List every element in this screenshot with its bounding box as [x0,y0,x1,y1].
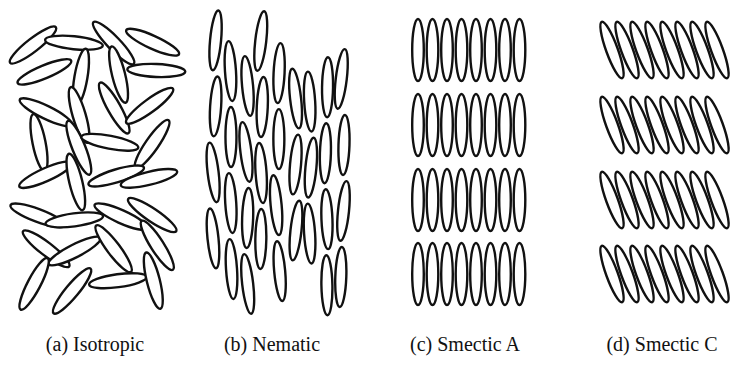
molecule [239,56,256,117]
molecule [320,189,333,249]
panel-caption: (a) Isotropic [46,332,144,356]
molecule [499,19,511,81]
molecule [268,175,285,236]
molecule [412,94,424,156]
molecule [456,94,468,156]
molecule [514,19,526,81]
molecule [441,243,453,305]
molecule [441,19,453,81]
molecule [456,169,468,231]
molecule [485,243,497,305]
molecule [456,243,468,305]
molecule [470,19,482,81]
molecule [514,94,526,156]
molecule [499,243,511,305]
molecule [127,63,185,78]
molecule [44,33,103,52]
molecule [223,41,238,102]
molecule [140,251,167,310]
molecule [514,169,526,231]
molecule [273,109,284,169]
molecule [701,95,732,155]
molecule [332,49,350,110]
molecule [225,107,236,167]
molecule [204,208,221,269]
molecule [412,169,424,231]
molecule [322,57,334,117]
molecule [208,76,223,137]
molecule [334,247,347,307]
molecule [207,10,224,71]
molecule [255,209,267,269]
molecule [456,19,468,81]
molecule [15,255,53,312]
molecule [321,255,333,315]
molecule [485,169,497,231]
panel-caption: (d) Smectic C [606,332,717,356]
molecule [701,244,732,304]
panel-caption: (b) Nematic [224,332,320,356]
molecule [223,173,238,234]
molecule [470,243,482,305]
molecule [237,122,255,183]
molecule [499,169,511,231]
molecule [88,270,147,291]
molecule [49,264,96,317]
molecule [252,11,270,72]
molecule [136,217,178,273]
molecule [470,94,482,156]
molecule [130,117,174,172]
molecule [427,94,439,156]
molecule [338,115,351,175]
molecule [239,254,257,315]
molecule [303,137,320,198]
molecule [427,19,439,81]
molecule [441,169,453,231]
molecule [204,142,222,203]
molecule [272,43,286,103]
molecule [485,19,497,81]
molecule [287,200,305,261]
molecule [427,169,439,231]
molecule [254,143,269,204]
molecule [319,123,332,183]
molecule [701,20,732,80]
molecule [485,94,497,156]
molecule [27,113,51,172]
molecule [412,19,424,81]
molecule [224,239,239,300]
molecule [255,77,269,137]
molecule [80,130,139,154]
molecule [441,94,453,156]
molecule [241,188,254,248]
molecule [335,181,352,242]
panel-caption: (c) Smectic A [410,332,520,356]
molecule [302,203,317,264]
molecule [470,169,482,231]
molecule [119,165,178,191]
molecule [412,243,424,305]
molecule [63,152,89,211]
molecule [46,232,104,270]
molecule [701,170,732,230]
molecule [499,94,511,156]
molecule [94,80,134,137]
molecule [91,222,136,276]
molecule [271,241,287,302]
molecule [427,243,439,305]
molecule [287,68,305,129]
molecule [302,71,317,132]
molecule [287,134,303,195]
molecule [124,24,182,60]
molecule [15,55,74,89]
molecule [514,243,526,305]
